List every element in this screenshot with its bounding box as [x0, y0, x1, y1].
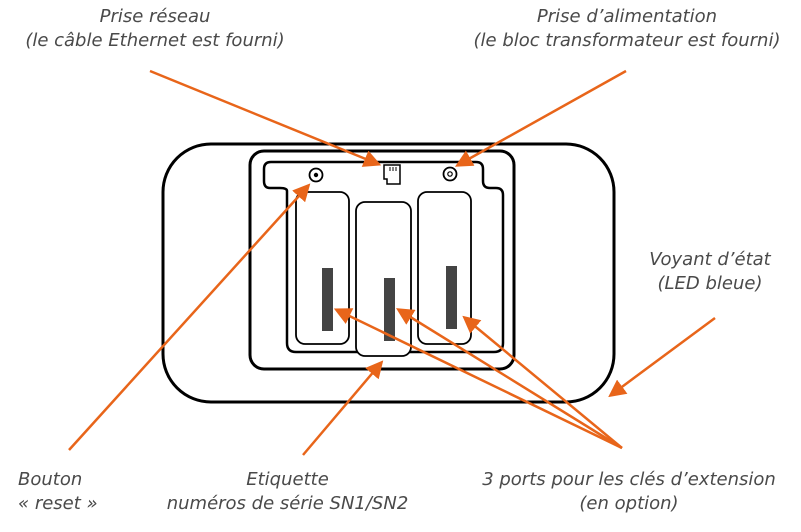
label-power-jack-note: (le bloc transformateur est fourni) [473, 30, 781, 51]
label-network-jack-note: (le câble Ethernet est fourni) [25, 30, 285, 51]
ethernet-port-icon [383, 164, 401, 185]
arrow-serial-label [302, 360, 384, 456]
extension-port-2 [384, 278, 395, 341]
arrow-status-led [608, 316, 716, 398]
label-reset-button-note: « reset » [18, 493, 98, 514]
label-status-led-title: Voyant d’état [649, 249, 771, 270]
label-network-jack-title: Prise réseau [99, 6, 211, 27]
label-serial-number-title: Etiquette [246, 469, 329, 490]
label-extension-ports-title: 3 ports pour les clés d’extension [482, 469, 776, 490]
label-reset-button: Bouton « reset » [18, 468, 118, 516]
arrow-power-jack [454, 69, 627, 167]
label-extension-ports: 3 ports pour les clés d’extension (en op… [462, 468, 796, 516]
arrow-port-2 [396, 308, 623, 450]
label-power-jack-title: Prise d’alimentation [536, 6, 718, 27]
extension-slot-3 [417, 191, 472, 345]
label-reset-button-title: Bouton [18, 469, 83, 490]
arrow-reset-button [68, 183, 311, 451]
arrow-port-1 [333, 308, 623, 450]
label-power-jack: Prise d’alimentation (le bloc transforma… [455, 5, 799, 53]
arrow-network-jack [149, 69, 382, 167]
extension-port-1 [322, 268, 333, 331]
extension-slot-1 [295, 191, 350, 345]
label-network-jack: Prise réseau (le câble Ethernet est four… [8, 5, 302, 53]
power-jack-icon [442, 166, 458, 182]
device-outer-casing [161, 142, 616, 404]
label-status-led: Voyant d’état (LED bleue) [630, 248, 790, 296]
label-serial-number-note: numéros de série SN1/SN2 [166, 493, 409, 514]
label-serial-number: Etiquette numéros de série SN1/SN2 [160, 468, 415, 516]
label-status-led-note: (LED bleue) [657, 273, 763, 294]
reset-button-icon [308, 167, 324, 183]
arrow-port-3 [462, 315, 623, 449]
label-extension-ports-note: (en option) [579, 493, 679, 514]
extension-port-3 [446, 266, 457, 329]
callout-arrows [68, 69, 716, 456]
